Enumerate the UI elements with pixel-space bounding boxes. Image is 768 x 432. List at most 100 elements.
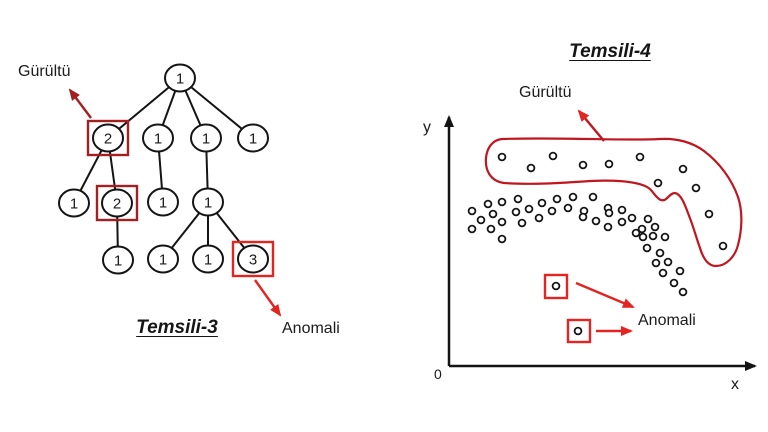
tree-node-circle bbox=[164, 63, 196, 93]
tree-node-value: 2 bbox=[113, 195, 121, 212]
cluster-point bbox=[488, 209, 498, 219]
cluster-point bbox=[658, 268, 668, 278]
cluster-point bbox=[552, 194, 562, 204]
tree-node-circle bbox=[190, 123, 222, 153]
left-panel-title: Temsili-3 bbox=[136, 317, 218, 338]
left-anomaly-label: Anomali bbox=[282, 320, 340, 337]
anomaly-point bbox=[573, 326, 583, 336]
tree-node-value: 1 bbox=[202, 130, 210, 147]
cluster-point bbox=[534, 213, 544, 223]
y-axis-label: y bbox=[423, 119, 431, 136]
tree-node-value: 1 bbox=[249, 130, 257, 147]
left-annotation-arrows bbox=[68, 88, 282, 317]
tree-node-circle bbox=[147, 187, 179, 217]
cluster-point bbox=[663, 257, 673, 267]
noise-point bbox=[718, 241, 728, 251]
noise-point bbox=[678, 164, 688, 174]
cluster-point bbox=[467, 206, 477, 216]
tree-node-value: 1 bbox=[159, 251, 167, 268]
cluster-point bbox=[563, 203, 573, 213]
noise-point bbox=[578, 160, 588, 170]
tree-edge bbox=[107, 77, 181, 139]
anomaly-box bbox=[543, 273, 569, 300]
cluster-point bbox=[650, 222, 660, 232]
cluster-point bbox=[513, 194, 523, 204]
noise-point bbox=[704, 209, 714, 219]
tree-node-circle bbox=[192, 187, 224, 217]
cluster-point bbox=[675, 266, 685, 276]
cluster-point bbox=[497, 197, 507, 207]
tree-edge bbox=[179, 77, 254, 139]
tree-node-circle bbox=[58, 188, 90, 218]
tree-node-value: 1 bbox=[159, 194, 167, 211]
tree-node-value: 1 bbox=[114, 252, 122, 269]
noise-point bbox=[548, 151, 558, 161]
cluster-point bbox=[511, 207, 521, 217]
tree-node-value: 1 bbox=[70, 195, 78, 212]
anomaly-annotations bbox=[543, 109, 635, 344]
cluster-point bbox=[591, 216, 601, 226]
scatter-points bbox=[467, 151, 728, 336]
noise-point bbox=[635, 152, 645, 162]
tree-node-value: 1 bbox=[204, 251, 212, 268]
cluster-point bbox=[476, 215, 486, 225]
noise-arrow bbox=[68, 88, 92, 119]
tree-node-box bbox=[95, 184, 139, 222]
left-noise-label: Gürültü bbox=[18, 63, 71, 80]
tree-node-box bbox=[231, 240, 275, 278]
tree-node-circle bbox=[101, 188, 133, 218]
cluster-point bbox=[627, 213, 637, 223]
cluster-point bbox=[604, 208, 614, 218]
tree-node-value: 3 bbox=[249, 251, 257, 268]
cluster-point bbox=[578, 212, 588, 222]
cluster-point bbox=[617, 205, 627, 215]
anomaly-point bbox=[551, 281, 561, 291]
noise-point bbox=[604, 159, 614, 169]
noise-point bbox=[691, 183, 701, 193]
cluster-point bbox=[547, 206, 557, 216]
cluster-point bbox=[483, 199, 493, 209]
noise-region bbox=[484, 137, 743, 268]
cluster-point bbox=[638, 232, 648, 242]
cluster-point bbox=[497, 234, 507, 244]
anomaly-box bbox=[566, 318, 592, 344]
tree-node-box bbox=[86, 119, 130, 157]
tree-edges bbox=[73, 77, 254, 261]
tree-node-circle bbox=[102, 245, 134, 275]
cluster-point bbox=[651, 258, 661, 268]
tree-node-value: 1 bbox=[176, 70, 184, 87]
cluster-point bbox=[486, 224, 496, 234]
cluster-point bbox=[537, 198, 547, 208]
cluster-point bbox=[642, 243, 652, 253]
cluster-point bbox=[648, 231, 658, 241]
anomaly-arrow bbox=[254, 279, 282, 317]
tree-node-value: 2 bbox=[104, 130, 112, 147]
right-panel-title: Temsili-4 bbox=[569, 41, 651, 62]
scatter-axes bbox=[444, 115, 757, 371]
tree-highlight-boxes bbox=[86, 119, 275, 278]
noise-region-outline bbox=[484, 137, 743, 268]
right-noise-label: Gürültü bbox=[519, 84, 572, 101]
cluster-point bbox=[617, 217, 627, 227]
tree-node-circle bbox=[92, 123, 124, 153]
cluster-point bbox=[660, 232, 670, 242]
cluster-point bbox=[631, 228, 641, 238]
cluster-point bbox=[517, 218, 527, 228]
cluster-point bbox=[655, 248, 665, 258]
tree-node-value: 1 bbox=[204, 194, 212, 211]
tree-node-circle bbox=[237, 244, 269, 274]
tree-node-circle bbox=[192, 244, 224, 274]
noise-arrow bbox=[577, 109, 605, 142]
tree-node-circle bbox=[237, 123, 269, 153]
cluster-point bbox=[497, 217, 507, 227]
noise-point bbox=[653, 178, 663, 188]
anomaly-arrow bbox=[575, 281, 635, 309]
right-anomaly-label: Anomali bbox=[638, 312, 696, 329]
cluster-point bbox=[568, 192, 578, 202]
cluster-point bbox=[637, 224, 647, 234]
cluster-point bbox=[669, 278, 679, 288]
cluster-point bbox=[467, 224, 477, 234]
